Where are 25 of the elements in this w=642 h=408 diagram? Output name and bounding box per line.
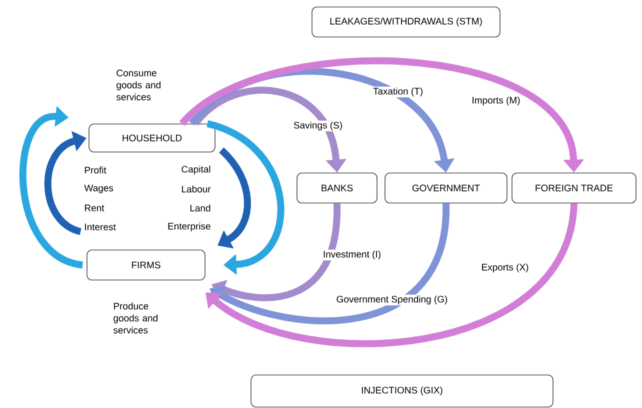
text-label: Land bbox=[190, 204, 210, 212]
text-label: Profit bbox=[85, 166, 106, 174]
label-box: FIRMS bbox=[86, 250, 206, 280]
text-label: Enterprise bbox=[168, 222, 210, 232]
label-box: LEAKAGES/WITHDRAWALS (STM) bbox=[312, 6, 500, 38]
text-label: Interest bbox=[85, 224, 116, 230]
label-box: BANKS bbox=[296, 172, 378, 204]
label-box: GOVERNMENT bbox=[384, 172, 508, 204]
text-label: Produce goods and services bbox=[113, 302, 158, 334]
arrow bbox=[206, 120, 284, 275]
arrow bbox=[20, 106, 84, 268]
text-label: Wages bbox=[84, 184, 114, 194]
text-label: Rent bbox=[85, 204, 104, 212]
text-label: Capital bbox=[182, 166, 210, 174]
edge-label: Imports (M) bbox=[470, 96, 522, 106]
edge-label: Government Spending (G) bbox=[335, 294, 449, 306]
label-box: HOUSEHOLD bbox=[88, 124, 216, 152]
label-box: FOREIGN TRADE bbox=[512, 172, 636, 204]
edge-label: Exports (X) bbox=[480, 262, 530, 274]
label-box: INJECTIONS (GIX) bbox=[250, 374, 554, 408]
edge-label: Taxation (T) bbox=[372, 86, 424, 98]
edge-label: Savings (S) bbox=[292, 120, 344, 132]
edge-label: Investment (I) bbox=[322, 250, 382, 260]
text-label: Consume goods and services bbox=[116, 70, 160, 100]
text-label: Labour bbox=[182, 186, 211, 192]
